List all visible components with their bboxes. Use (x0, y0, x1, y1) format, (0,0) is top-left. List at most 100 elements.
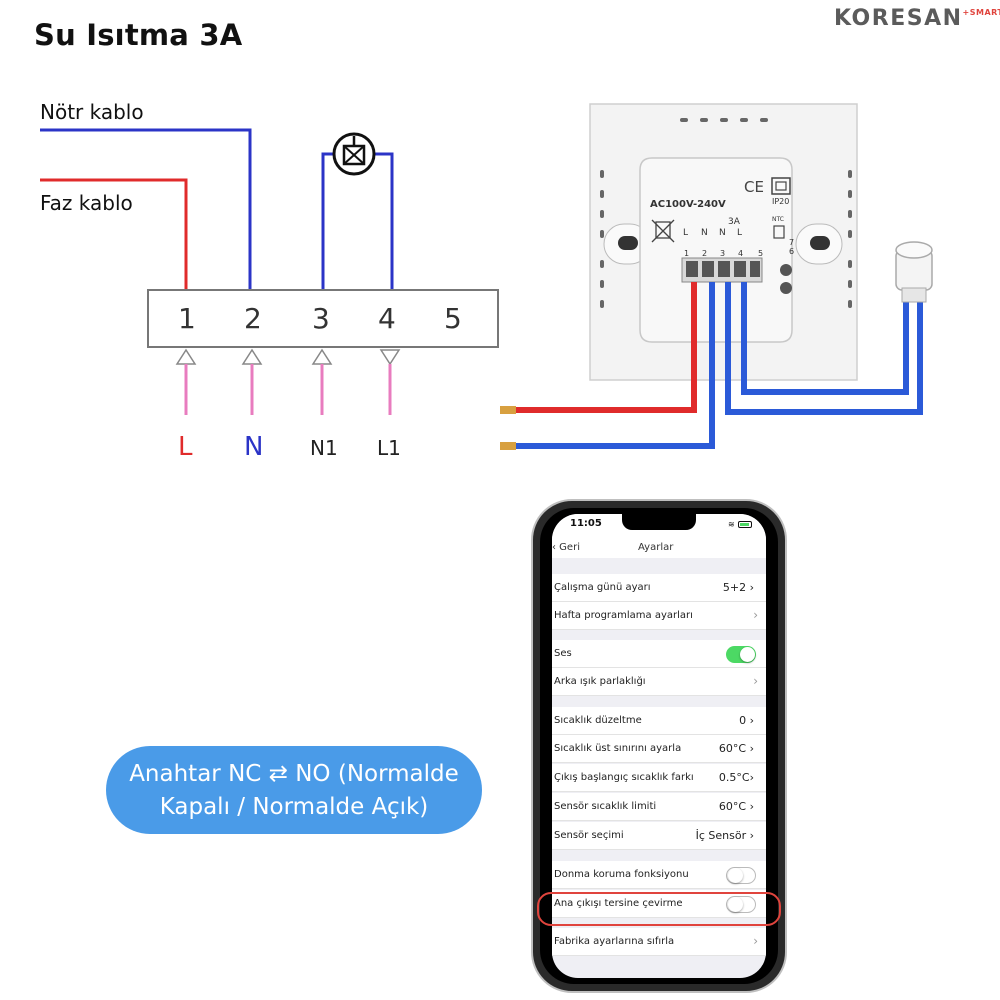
back-button[interactable]: ‹ Geri (552, 542, 580, 553)
blue-wire-tip (500, 442, 516, 450)
terminal-2: 2 (244, 302, 262, 335)
settings-row-label: Arka ışık parlaklığı (554, 676, 646, 687)
device-side-6: 6 (789, 247, 795, 256)
settings-row-value: İç Sensör › (695, 829, 754, 842)
toggle-knob (740, 647, 755, 662)
settings-row[interactable]: Çalışma günü ayarı 5+2 › (552, 574, 766, 602)
device-pin-num-5: 5 (758, 249, 764, 258)
phase-wire (40, 178, 188, 290)
nav-bar: ‹ Geri Ayarlar (552, 538, 766, 558)
terminal-1: 1 (178, 302, 196, 335)
callout-line-2: Kapalı / Normalde Açık) (159, 794, 429, 820)
device-module (639, 157, 793, 343)
arrow-up-1 (175, 348, 197, 365)
arrow-up-3 (311, 348, 333, 365)
settings-row-label: Fabrika ayarlarına sıfırla (554, 936, 675, 947)
device-pin-num-4: 4 (738, 249, 744, 258)
settings-row-value: 0.5°C› (718, 771, 754, 784)
arrow-down-4 (379, 349, 401, 366)
load-wire-left (321, 152, 340, 290)
settings-row[interactable]: Arka ışık parlaklığı › (552, 668, 766, 696)
settings-toggle[interactable] (726, 646, 756, 663)
device-blue-wire-4 (741, 282, 909, 395)
battery-icon (738, 521, 752, 528)
device-pin-l1: L (737, 228, 743, 238)
device-blue-wire-3 (725, 282, 923, 415)
settings-row-value: 5+2 › (722, 581, 754, 594)
device-ip: IP20 (772, 197, 790, 206)
phone-screen: 11:05 ≋ ‹ Geri Ayarlar Çalışma günü ayar… (552, 514, 766, 978)
highlight-ring (537, 892, 781, 926)
settings-row[interactable]: Sensör seçimi İç Sensör › (552, 822, 766, 850)
terminal-letter-n1: N1 (310, 436, 338, 460)
device-pin-num-1: 1 (684, 249, 690, 258)
settings-row-label: Sıcaklık düzeltme (554, 715, 642, 726)
device-red-wire (505, 282, 697, 413)
device-vents (600, 118, 852, 308)
settings-row-label: Ses (554, 648, 572, 659)
terminal-4: 4 (378, 302, 396, 335)
screen-title: Ayarlar (638, 542, 674, 553)
settings-row-label: Ana çıkışı tersine çevirme (554, 898, 683, 909)
device-blue-wire (505, 282, 715, 449)
settings-row-label: Sıcaklık üst sınırını ayarla (554, 743, 682, 754)
terminal-letter-l1: L1 (377, 436, 401, 460)
device-pin-num-2: 2 (702, 249, 708, 258)
brand-logo: KORESAN+SMART (834, 6, 1000, 31)
settings-row[interactable]: Donma koruma fonksiyonu (552, 861, 766, 889)
device-pin-num-3: 3 (720, 249, 726, 258)
ntc-jumper (773, 225, 785, 239)
settings-row-value: 0 › (739, 714, 754, 727)
notch (622, 514, 696, 530)
device-side-7: 7 (789, 238, 795, 247)
settings-row-label: Hafta programlama ayarları (554, 610, 693, 621)
ce-mark-icon: CE (744, 177, 791, 196)
page-title: Su Isıtma 3A (34, 18, 243, 52)
settings-row-label: Çıkış başlangıç sıcaklık farkı (554, 772, 694, 783)
phase-wire-label: Faz kablo (40, 191, 133, 215)
terminal-3: 3 (312, 302, 330, 335)
svg-text:CE: CE (744, 178, 764, 196)
brand-suffix: +SMART (962, 8, 1000, 17)
status-bar: 11:05 ≋ (552, 514, 766, 538)
device-pin-n: N (701, 228, 708, 238)
device-voltage: AC100V-240V (650, 199, 726, 210)
settings-row[interactable]: Ana çıkışı tersine çevirme (552, 890, 766, 918)
device-ampere: 3A (728, 217, 740, 227)
arrow-up-2 (241, 348, 263, 365)
chevron-right-icon: › (753, 608, 758, 622)
left-slot-hole (618, 236, 638, 250)
callout-bubble: Anahtar NC ⇄ NO (Normalde Kapalı / Norma… (106, 746, 482, 834)
toggle-knob (728, 897, 743, 912)
terminal-block (147, 289, 499, 348)
settings-toggle[interactable] (726, 867, 756, 884)
settings-row-label: Donma koruma fonksiyonu (554, 869, 689, 880)
neutral-wire-label: Nötr kablo (40, 100, 144, 124)
device-pin-n1: N (719, 228, 726, 238)
wiring-diagram: CE (40, 103, 933, 450)
terminal-arrows (175, 348, 401, 366)
toggle-knob (728, 868, 743, 883)
chevron-right-icon: › (753, 934, 758, 948)
load-wire-right (368, 152, 394, 290)
settings-row-label: Sensör seçimi (554, 830, 624, 841)
chevron-right-icon: › (753, 674, 758, 688)
settings-row[interactable]: Hafta programlama ayarları › (552, 602, 766, 630)
settings-row-label: Çalışma günü ayarı (554, 582, 651, 593)
settings-row[interactable]: Fabrika ayarlarına sıfırla › (552, 928, 766, 956)
terminal-letter-n: N (244, 432, 264, 462)
settings-row[interactable]: Çıkış başlangıç sıcaklık farkı 0.5°C› (552, 764, 766, 792)
valve-icon (332, 132, 376, 176)
settings-row[interactable]: Sıcaklık düzeltme 0 › (552, 707, 766, 735)
red-wire-tip (500, 406, 516, 414)
terminal-letter-l: L (178, 432, 193, 462)
settings-row[interactable]: Ses (552, 640, 766, 668)
right-slot-hole (810, 236, 830, 250)
actuator-icon (895, 241, 933, 303)
settings-row-label: Sensör sıcaklık limiti (554, 801, 657, 812)
settings-toggle[interactable] (726, 896, 756, 913)
switch-dot-2 (780, 282, 792, 294)
switch-dot-1 (780, 264, 792, 276)
